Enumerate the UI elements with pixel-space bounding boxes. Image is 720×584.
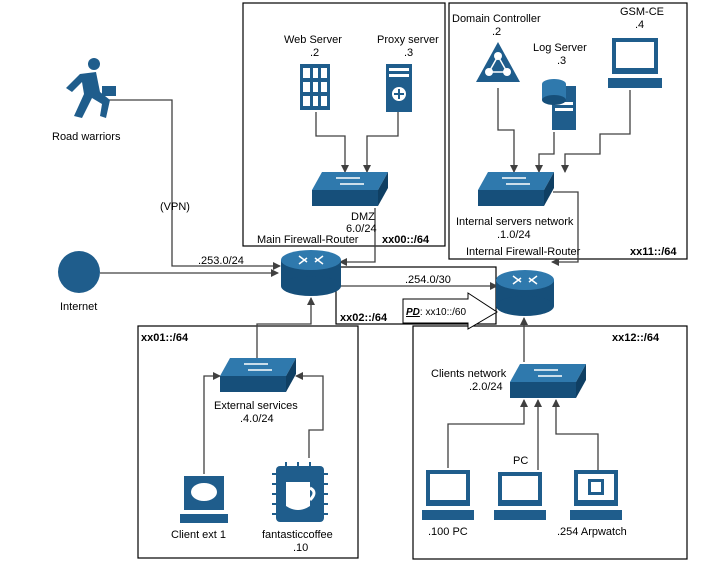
road-warrior-icon bbox=[66, 58, 116, 118]
clients-zone-box bbox=[412, 325, 688, 560]
web-server-addr: .2 bbox=[310, 47, 319, 59]
internal-switch-label: Internal servers network bbox=[456, 216, 574, 228]
web-server-label: Web Server bbox=[284, 34, 342, 46]
transit-zone-label: xx02::/64 bbox=[340, 312, 388, 324]
link-web-dmz bbox=[315, 112, 349, 173]
pd-value: : xx10::/60 bbox=[420, 307, 467, 318]
external-switch-icon bbox=[220, 358, 296, 392]
domain-controller-addr: .2 bbox=[492, 26, 501, 38]
link-external-router bbox=[256, 297, 315, 360]
link-dc-switch bbox=[497, 88, 518, 173]
dmz-label: DMZ bbox=[351, 211, 375, 223]
internet-net-label: .253.0/24 bbox=[198, 255, 244, 267]
gsm-ce-label: GSM-CE bbox=[620, 6, 664, 18]
domain-controller-icon bbox=[476, 42, 520, 82]
arpwatch-label: .254 Arpwatch bbox=[557, 526, 627, 538]
external-zone-box bbox=[137, 325, 359, 559]
proxy-server-icon bbox=[386, 64, 412, 112]
pc100-label: .100 PC bbox=[428, 526, 468, 538]
link-pc100-switch bbox=[447, 399, 528, 468]
coffee-label: fantasticcoffee bbox=[262, 529, 333, 541]
link-vpn bbox=[98, 99, 281, 270]
link-arpwatch-switch bbox=[552, 399, 599, 470]
external-zone-label: xx01::/64 bbox=[141, 332, 189, 344]
gsm-ce-icon bbox=[608, 38, 662, 88]
dmz-switch-icon bbox=[312, 172, 388, 206]
web-server-icon bbox=[300, 64, 330, 110]
log-server-label: Log Server bbox=[533, 42, 587, 54]
internet-label: Internet bbox=[60, 301, 97, 313]
transit-net-label: .254.0/30 bbox=[405, 274, 451, 286]
proxy-server-label: Proxy server bbox=[377, 34, 439, 46]
external-switch-addr: .4.0/24 bbox=[240, 413, 274, 425]
proxy-server-addr: .3 bbox=[404, 47, 413, 59]
log-server-icon bbox=[542, 79, 576, 130]
clients-switch-icon bbox=[510, 364, 586, 398]
road-warriors-label: Road warriors bbox=[52, 131, 121, 143]
vpn-label: (VPN) bbox=[160, 201, 190, 213]
domain-controller-label: Domain Controller bbox=[452, 13, 541, 25]
pc100-icon bbox=[422, 470, 474, 520]
internal-zone-box bbox=[448, 2, 688, 260]
link-internal-router bbox=[551, 191, 579, 266]
internal-zone-label: xx11::/64 bbox=[630, 246, 677, 258]
link-gsm-switch bbox=[561, 90, 631, 173]
client-ext-icon bbox=[180, 476, 228, 523]
pc-top-label: PC bbox=[513, 455, 528, 467]
main-router-icon bbox=[281, 250, 341, 296]
fantasticcoffee-icon bbox=[272, 462, 328, 522]
main-router-label: Main Firewall-Router bbox=[257, 234, 359, 246]
external-switch-label: External services bbox=[214, 400, 298, 412]
internet-icon bbox=[58, 251, 100, 293]
clients-switch-label: Clients network bbox=[431, 368, 507, 380]
dmz-zone-label: xx00::/64 bbox=[382, 234, 430, 246]
internal-switch-addr: .1.0/24 bbox=[497, 229, 531, 241]
gsm-ce-addr: .4 bbox=[635, 19, 644, 31]
clients-zone-label: xx12::/64 bbox=[612, 332, 660, 344]
link-dmz-router bbox=[339, 208, 376, 266]
link-proxy-dmz bbox=[363, 112, 399, 173]
client-ext-label: Client ext 1 bbox=[171, 529, 226, 541]
internal-router-icon bbox=[496, 270, 554, 316]
clients-switch-addr: .2.0/24 bbox=[469, 381, 503, 393]
pd-label: PD: xx10::/60 bbox=[406, 307, 466, 318]
internal-switch-icon bbox=[478, 172, 554, 206]
dmz-zone-box bbox=[242, 2, 446, 247]
link-coffee-switch bbox=[295, 372, 324, 458]
pd-arrow bbox=[402, 292, 498, 330]
pd-name: PD bbox=[406, 307, 420, 318]
dmz-addr: 6.0/24 bbox=[346, 223, 377, 235]
link-clientext-switch bbox=[203, 372, 221, 474]
log-server-addr: .3 bbox=[557, 55, 566, 67]
link-log-switch bbox=[535, 132, 555, 173]
coffee-addr: .10 bbox=[293, 542, 308, 554]
pc-icon bbox=[494, 472, 546, 520]
arpwatch-icon bbox=[570, 470, 622, 520]
internal-router-label: Internal Firewall-Router bbox=[466, 246, 581, 258]
